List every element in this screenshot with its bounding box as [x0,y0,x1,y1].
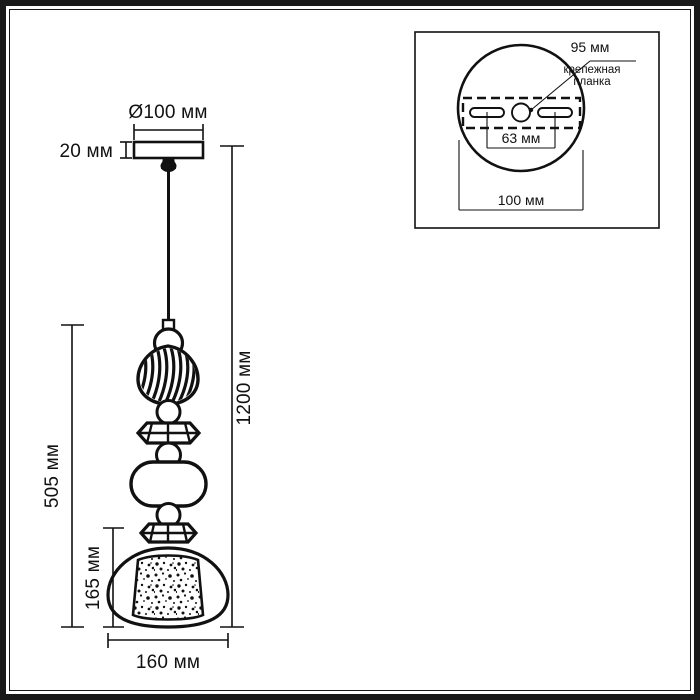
dim-bracket-length-label: 95 мм [571,39,610,55]
dim-shade-height-label: 165 мм [83,546,104,610]
faceted-ring-upper [135,421,202,445]
dim-canopy-height-label: 20 мм [59,141,113,162]
dim-base-diameter-label: 100 мм [498,192,545,208]
canopy-plate [132,140,205,160]
dim-base-diameter: 100 мм [458,140,584,211]
bracket-callout-line1: крепежная [564,64,621,76]
dim-bracket-length: 95 мм [571,39,636,62]
inner-border [9,9,691,691]
pendant-lamp-figure [106,140,230,629]
bracket-leader-line [530,60,591,111]
bracket-callout-line2: планка [573,76,611,88]
bracket-leader-dot [528,107,534,113]
cable-grip-bulb [160,160,177,172]
faceted-ring-lower [138,522,199,544]
dim-canopy-diameter: Ø100 мм [128,102,207,140]
dim-canopy-diameter-label: Ø100 мм [128,102,207,123]
dim-total-drop-label: 1200 мм [234,350,255,425]
mounting-bracket-dashed [461,96,582,130]
main-dimensions: Ø100 мм 20 мм 1200 мм 505 мм [42,102,255,673]
dim-shade-width: 160 мм [107,633,229,673]
bracket-center-hole [511,102,531,123]
dim-shade-height: 165 мм [83,527,124,628]
dim-canopy-height: 20 мм [59,141,132,162]
bead-sphere-2 [155,399,182,425]
dim-hole-spacing: 63 мм [486,112,556,149]
dim-shade-width-label: 160 мм [136,652,200,673]
capsule-bead [129,460,208,508]
dim-fixture-height-label: 505 мм [42,444,63,508]
dim-fixture-height: 505 мм [42,324,84,628]
speckled-diffuser [131,554,205,621]
dim-hole-spacing-label: 63 мм [502,130,541,146]
dim-total-drop: 1200 мм [220,145,255,628]
inset-detail-view: 95 мм крепежная планка 63 мм 100 мм [414,31,660,229]
